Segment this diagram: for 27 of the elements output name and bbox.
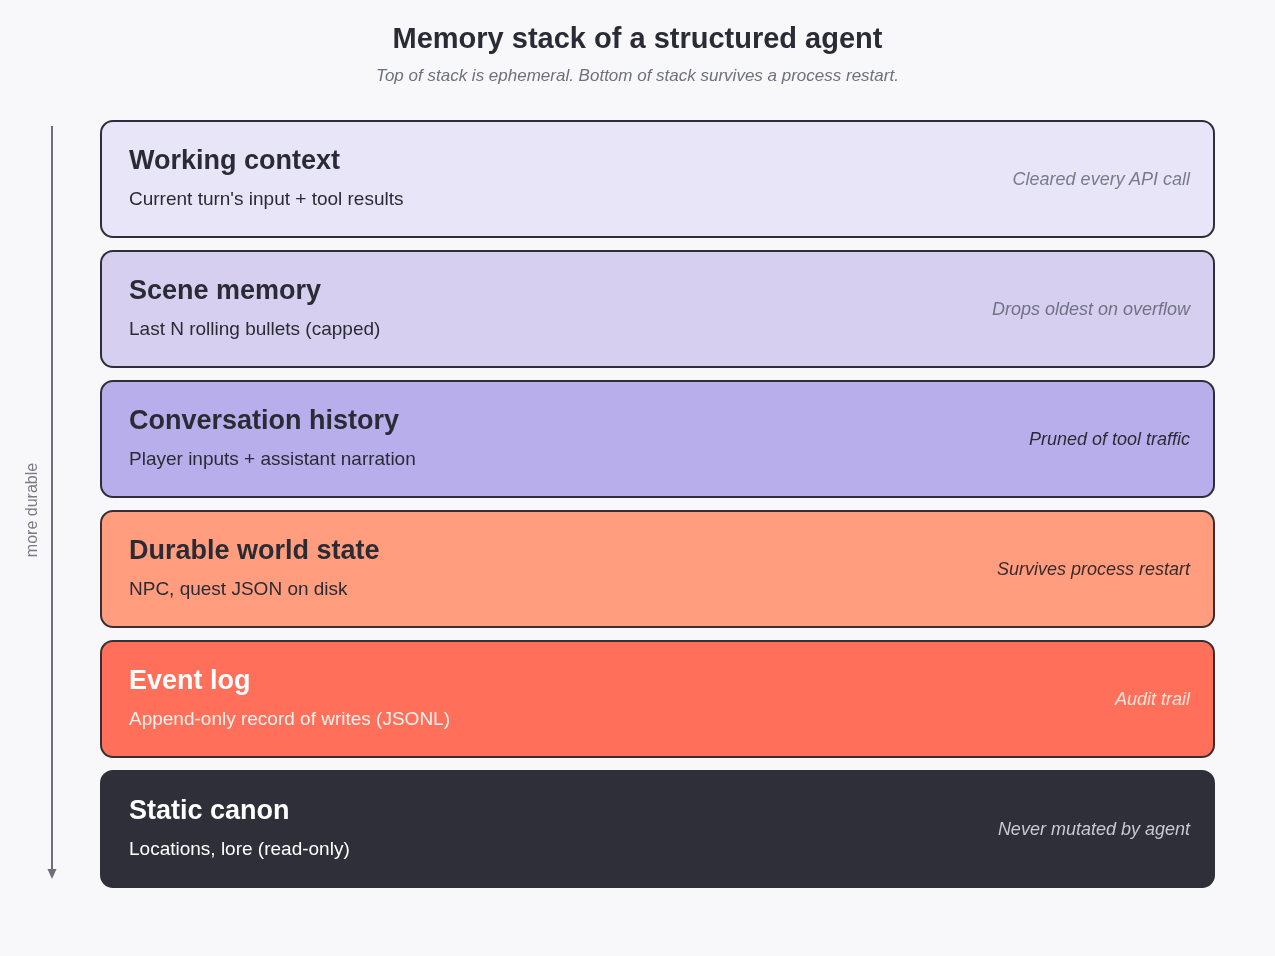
layer-description: NPC, quest JSON on disk: [129, 577, 348, 600]
layer-description: Current turn's input + tool results: [129, 187, 404, 210]
layer-note: Never mutated by agent: [997, 818, 1190, 840]
memory-layer-box: [100, 510, 1215, 628]
diagram-title: Memory stack of a structured agent: [392, 22, 883, 54]
layer-description: Player inputs + assistant narration: [129, 447, 416, 470]
layer-note: Audit trail: [1114, 688, 1190, 710]
memory-layer-box: [100, 380, 1215, 498]
layer-description: Locations, lore (read-only): [129, 837, 350, 860]
layer-title: Conversation history: [129, 404, 400, 436]
memory-layer-box: [100, 120, 1215, 238]
subtitle: Top of stack is ephemeral. Bottom of stack survives a process restart.: [376, 66, 899, 85]
layer-description: Last N rolling bullets (capped): [129, 317, 381, 340]
layer-title: Static canon: [129, 794, 290, 826]
axis-label: more durable: [23, 462, 41, 558]
memory-layer-box: [100, 770, 1215, 888]
layer-note: Survives process restart: [996, 558, 1190, 580]
memory-layer-box: [100, 250, 1215, 368]
layer-note: Drops oldest on overflow: [991, 298, 1190, 320]
layer-title: Scene memory: [129, 274, 322, 306]
layer-title: Event log: [129, 664, 251, 696]
layer-note: Pruned of tool traffic: [1028, 428, 1190, 450]
layer-description: Append-only record of writes (JSONL): [129, 707, 450, 730]
memory-layer-box: [100, 640, 1215, 758]
layer-title: Durable world state: [129, 534, 380, 566]
layer-title: Working context: [129, 144, 341, 176]
layer-note: Cleared every API call: [1012, 168, 1190, 190]
